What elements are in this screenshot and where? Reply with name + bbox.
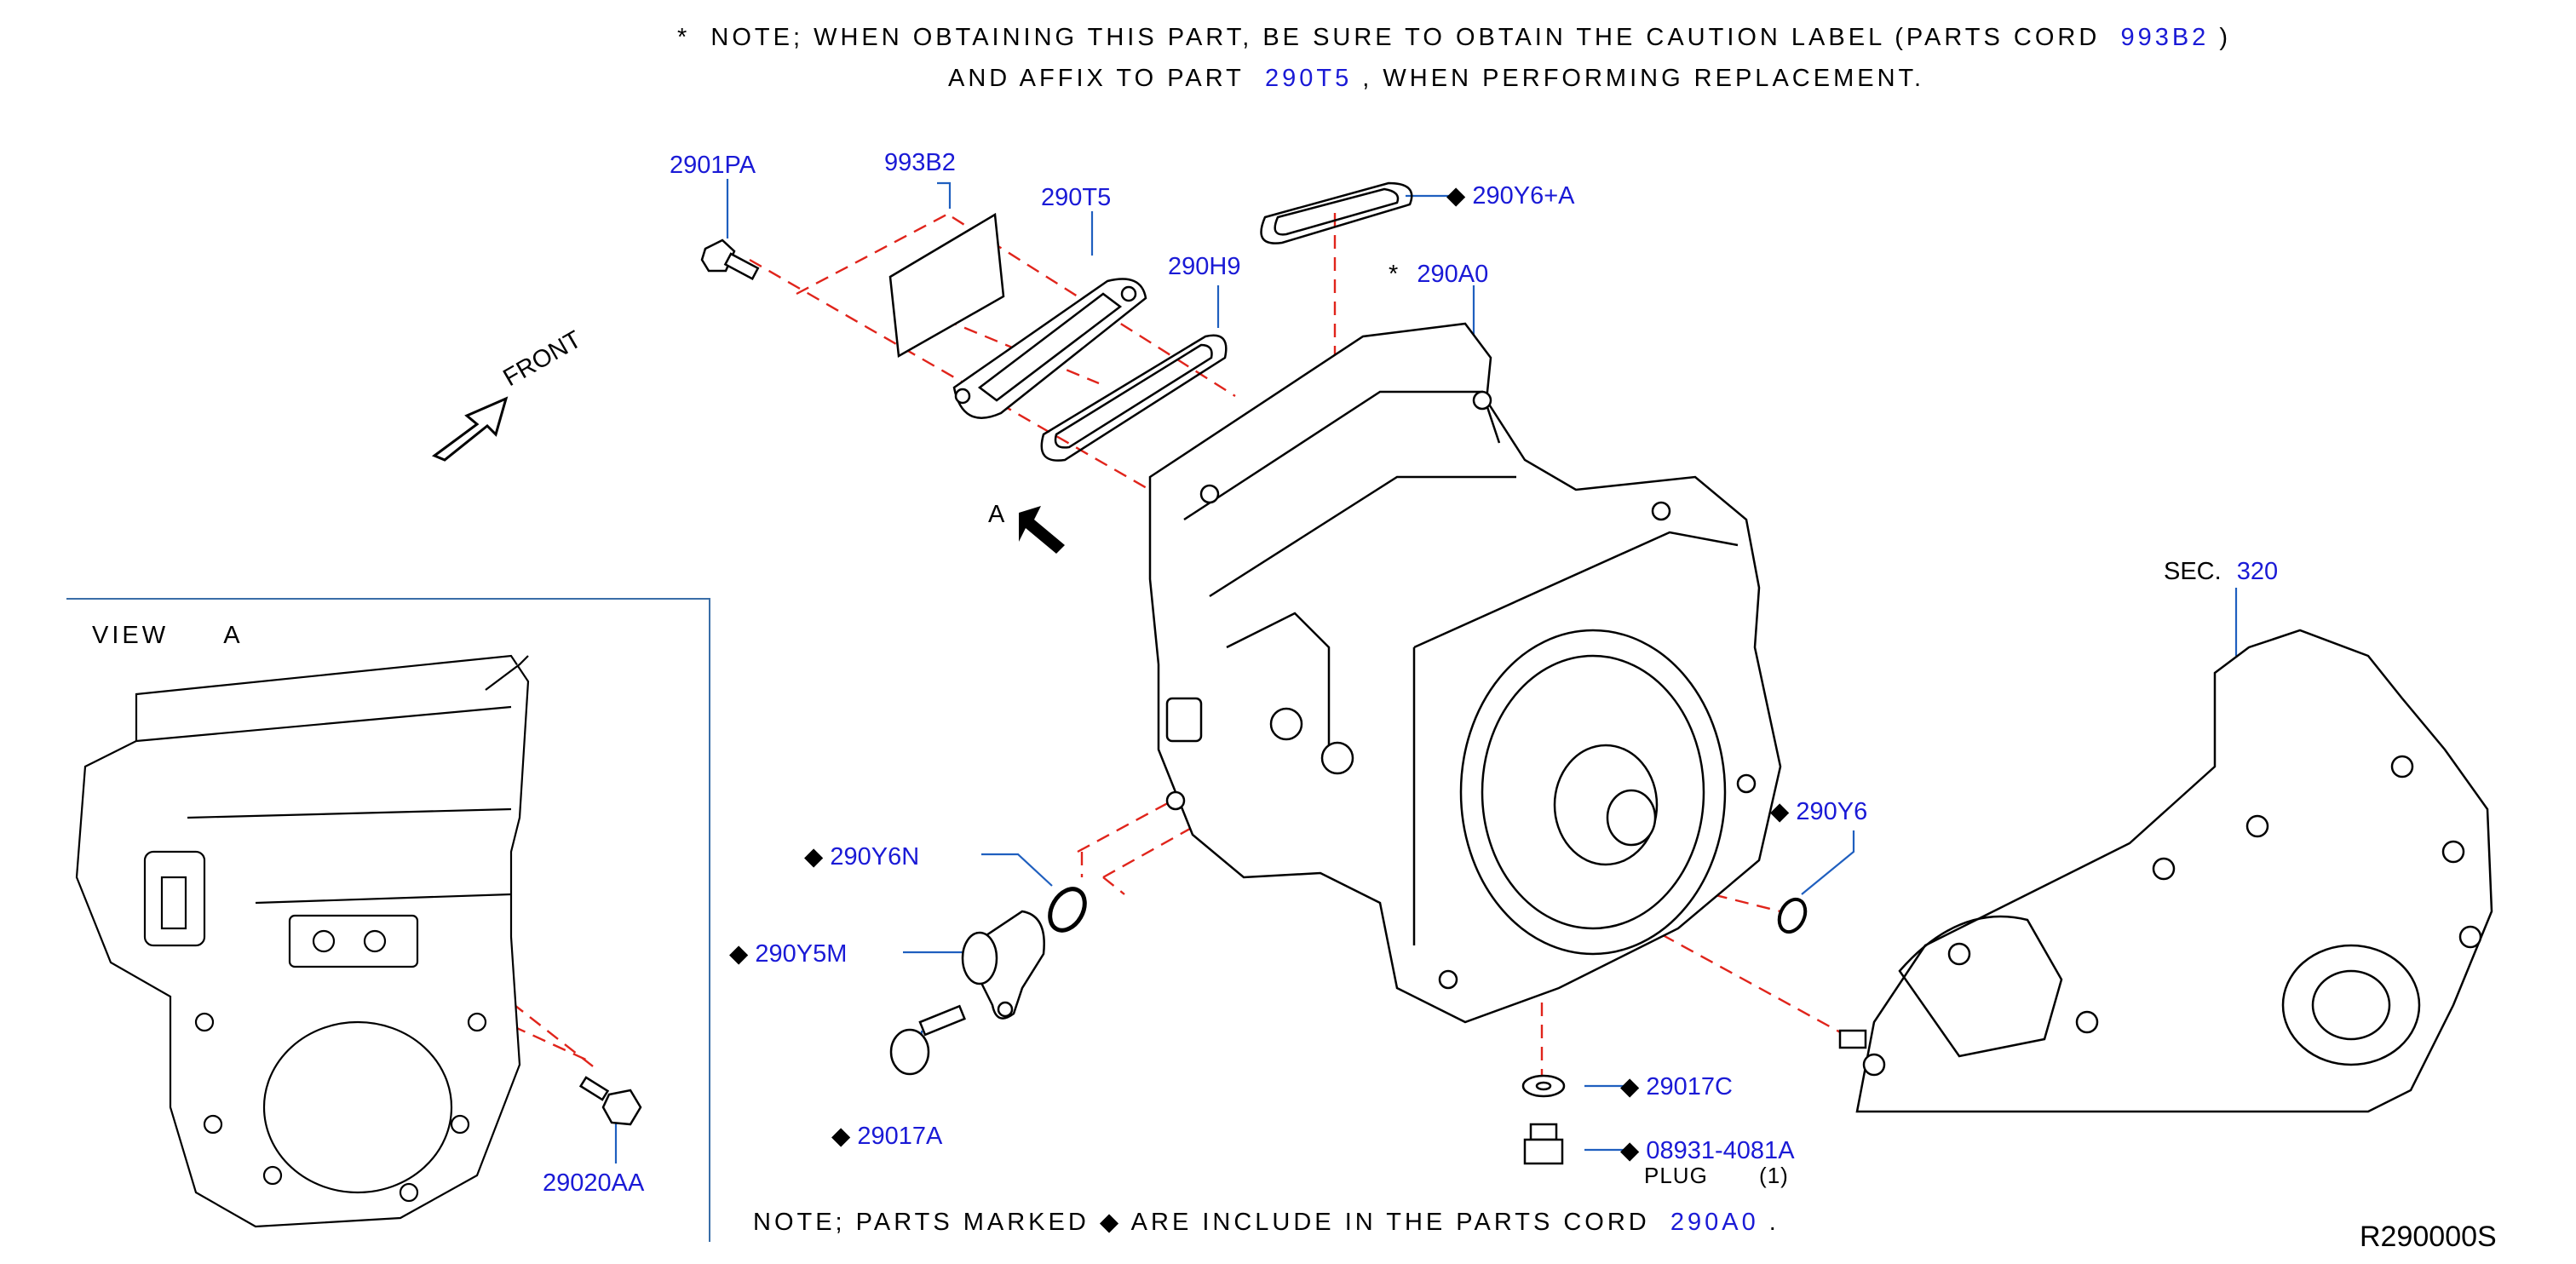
note-code-290t5[interactable]: 290T5 [1265,65,1353,92]
o-ring-290y6n [1048,887,1087,933]
caution-note-line2: AND AFFIX TO PART 290T5 , WHEN PERFORMIN… [948,65,1924,93]
part-label-29017c[interactable]: ◆ 29017C [1620,1072,1733,1101]
diamond-icon: ◆ [1446,182,1466,210]
star-mark: * [1389,261,1399,288]
diamond-icon: ◆ [831,1123,851,1150]
part-code-29017a: 29017A [857,1123,943,1150]
view-a-inset-housing [75,654,530,1228]
arrow-a-label: A [988,501,1005,528]
view-a-panel-border [66,598,710,1242]
plug-label: PLUG (1) [1644,1163,1789,1189]
bottom-note: NOTE; PARTS MARKED ◆ ARE INCLUDE IN THE … [753,1207,1780,1237]
sec-word: SEC. [2164,558,2222,585]
bottom-note-prefix: NOTE; PARTS MARKED [753,1209,1090,1236]
view-letter: A [223,622,244,649]
part-label-290y6[interactable]: ◆ 290Y6 [1770,796,1867,826]
washer-29017c [1521,1074,1566,1098]
diamond-icon: ◆ [729,940,749,968]
note-line1-end: ) [2219,24,2232,51]
gasket-290y6a [1260,181,1413,244]
figure-code: R290000S [2360,1221,2497,1253]
part-code-08931-4081a: 08931-4081A [1646,1137,1795,1164]
part-label-29017a[interactable]: ◆ 29017A [831,1121,942,1151]
note-line2-text: AND AFFIX TO PART [948,65,1245,92]
bolt-29017a [889,1004,966,1076]
part-code-290a0: 290A0 [1417,261,1489,288]
part-label-290y6a[interactable]: ◆ 290Y6+A [1446,181,1575,210]
part-code-290y6: 290Y6 [1796,798,1868,825]
part-label-290t5[interactable]: 290T5 [1041,184,1112,211]
view-word: VIEW [92,622,170,649]
plug-08931-4081a [1523,1123,1564,1165]
part-label-2901pa[interactable]: 2901PA [670,152,756,179]
bottom-note-end: . [1768,1209,1780,1236]
diamond-icon: ◆ [1099,1209,1123,1236]
view-a-arrow-icon [1019,506,1065,554]
bottom-note-code[interactable]: 290A0 [1670,1209,1759,1236]
sec-label: SEC. 320 [2164,558,2278,586]
part-label-290h9[interactable]: 290H9 [1168,253,1241,280]
bolt-29020aa [578,1076,642,1126]
caution-label-993b2 [888,212,1005,359]
motor-housing-290a0 [1148,322,1782,1024]
note-star: * [677,24,691,51]
note-code-993b2[interactable]: 993B2 [2120,24,2210,51]
part-label-290y6n[interactable]: ◆ 290Y6N [804,842,919,871]
sec-code[interactable]: 320 [2236,558,2279,585]
part-code-290y6a: 290Y6+A [1472,182,1575,210]
transmission-sec-320 [1838,629,2493,1113]
view-a-title: VIEW A [92,622,244,650]
diamond-icon: ◆ [1770,798,1790,825]
cover-290t5 [952,278,1147,419]
front-arrow-icon [431,396,509,462]
caution-note-line1: * NOTE; WHEN OBTAINING THIS PART, BE SUR… [677,24,2231,52]
diamond-icon: ◆ [804,843,824,870]
plug-word: PLUG [1644,1163,1708,1188]
bottom-note-middle: ARE INCLUDE IN THE PARTS CORD [1130,1209,1650,1236]
note-line2-end: , WHEN PERFORMING REPLACEMENT. [1362,65,1925,92]
part-label-993b2[interactable]: 993B2 [884,149,956,176]
part-code-290y5m: 290Y5M [755,940,848,968]
diamond-icon: ◆ [1620,1073,1640,1100]
plug-qty: (1) [1759,1163,1789,1188]
o-ring-290y6 [1777,897,1808,934]
diamond-icon: ◆ [1620,1137,1640,1164]
part-label-08931-4081a[interactable]: ◆ 08931-4081A [1620,1135,1795,1165]
gasket-290h9 [1040,334,1228,462]
part-label-29020aa[interactable]: 29020AA [543,1169,645,1197]
bolt-2901pa [700,238,760,280]
part-code-290y6n: 290Y6N [830,843,920,870]
note-line1-text: NOTE; WHEN OBTAINING THIS PART, BE SURE … [710,24,2101,51]
part-label-290a0[interactable]: * 290A0 [1389,261,1488,289]
part-code-29017c: 29017C [1646,1073,1733,1100]
part-label-290y5m[interactable]: ◆ 290Y5M [729,939,847,968]
fitting-290y5m [961,910,1045,1020]
